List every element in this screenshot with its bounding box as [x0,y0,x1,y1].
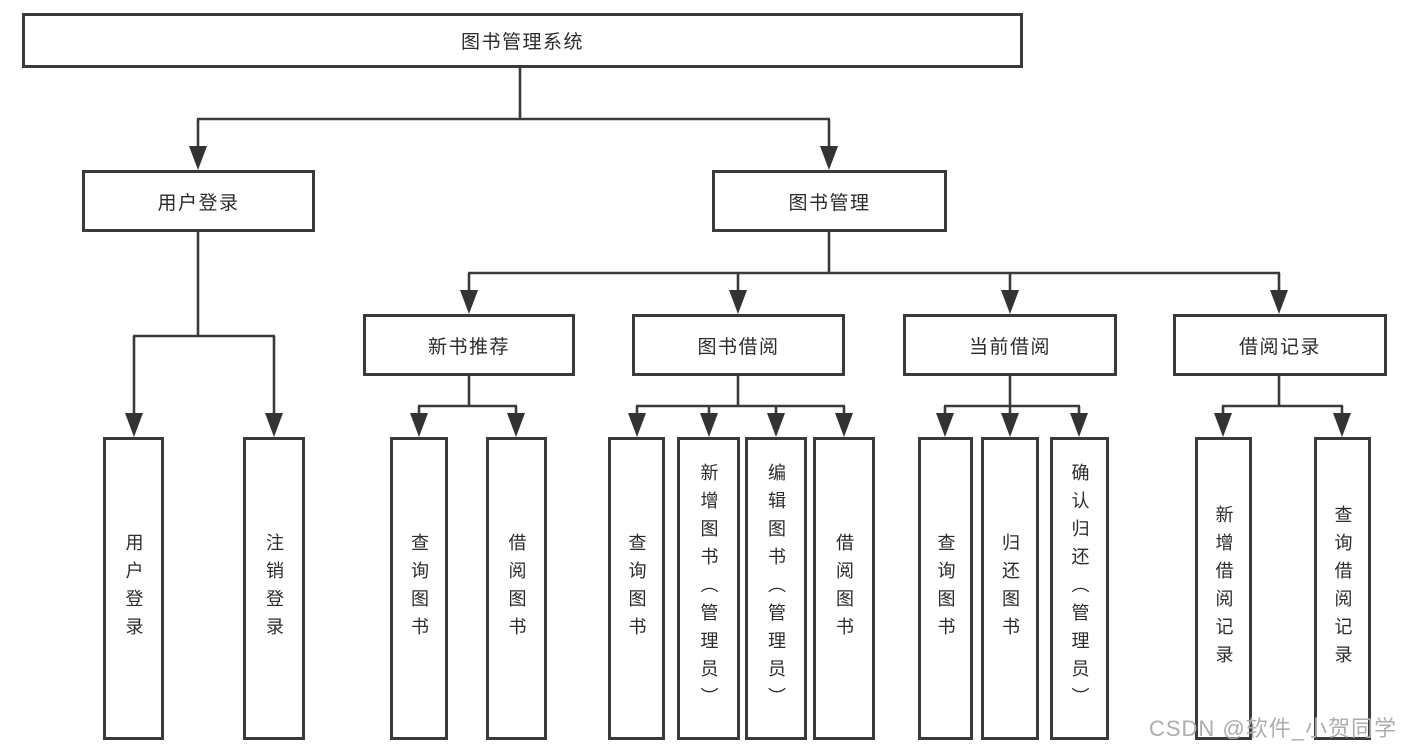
node-label: 图书管理 [788,192,871,214]
node-label: 确认归还（管理员） [1069,462,1090,715]
node-label: 编辑图书（管理员） [766,462,786,715]
leaf-add-books-admin: 新增图书（管理员） [677,437,740,740]
node-label: 借阅图书 [506,532,527,645]
node-label: 借阅图书 [834,532,854,645]
leaf-edit-books-admin: 编辑图书（管理员） [745,437,807,740]
leaf-user-login: 用户登录 [103,437,164,740]
node-label: 借阅记录 [1238,336,1321,358]
node-label: 当前借阅 [968,336,1051,358]
leaf-query-books-recommend: 查询图书 [390,437,448,740]
node-root-library-system: 图书管理系统 [22,13,1023,68]
node-label: 查询图书 [626,532,647,645]
leaf-query-books-borrow: 查询图书 [608,437,665,740]
node-label: 新书推荐 [427,336,510,358]
connector-book-management-children [460,232,1288,314]
connector-new-book-children [410,375,525,437]
node-label: 用户登录 [123,532,144,645]
node-label: 用户登录 [157,192,240,214]
leaf-query-books-current: 查询图书 [918,437,973,740]
connector-book-borrow-children [628,375,853,437]
leaf-borrow-books: 借阅图书 [813,437,875,740]
node-current-borrowing: 当前借阅 [903,314,1117,376]
node-user-login: 用户登录 [82,170,315,232]
leaf-logout: 注销登录 [243,437,305,740]
node-label: 图书管理系统 [460,32,584,53]
node-book-management: 图书管理 [712,170,947,232]
node-label: 注销登录 [264,532,284,645]
connector-user-login-children [125,232,283,437]
leaf-query-borrow-record: 查询借阅记录 [1314,437,1371,740]
node-label: 归还图书 [1000,532,1020,645]
node-label: 图书借阅 [697,336,780,358]
leaf-add-borrow-record: 新增借阅记录 [1195,437,1252,740]
node-label: 新增图书（管理员） [698,462,719,715]
leaf-return-books: 归还图书 [981,437,1039,740]
connector-current-borrow-children [936,375,1088,437]
leaf-confirm-return-admin: 确认归还（管理员） [1050,437,1109,740]
connector-borrow-records-children [1214,375,1351,437]
node-new-book-recommend: 新书推荐 [363,314,575,376]
node-label: 新增借阅记录 [1213,504,1234,673]
csdn-watermark: CSDN @软件_小贺同学 [1148,716,1397,741]
node-label: 查询图书 [409,532,429,645]
node-label: 查询借阅记录 [1332,504,1353,673]
node-book-borrowing: 图书借阅 [632,314,845,376]
node-borrowing-records: 借阅记录 [1173,314,1387,376]
node-label: 查询图书 [935,532,956,645]
connector-root-to-level2 [189,67,838,170]
leaf-borrow-books-recommend: 借阅图书 [486,437,547,740]
